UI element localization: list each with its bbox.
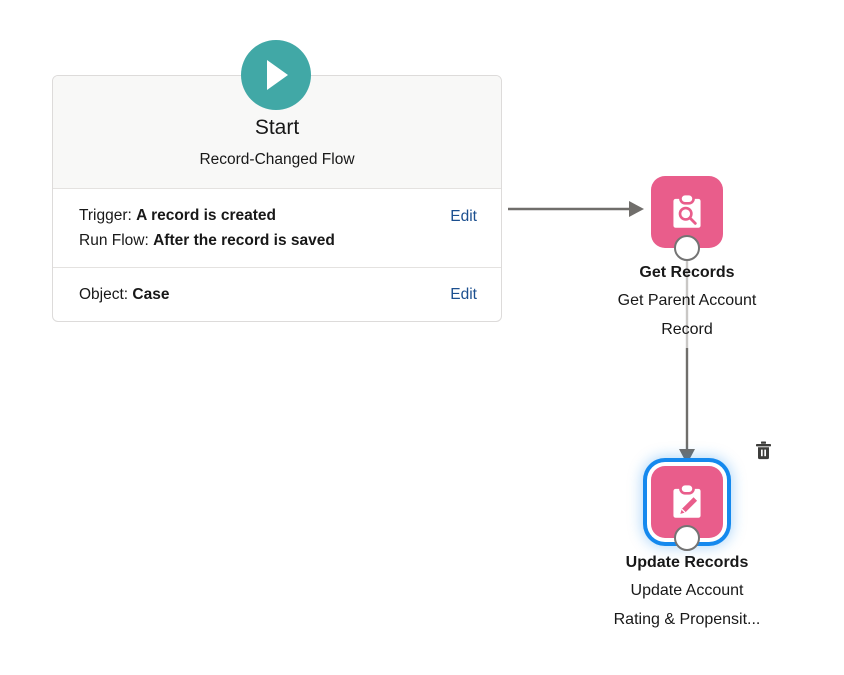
clipboard-search-icon xyxy=(666,191,708,233)
trigger-label: Trigger: xyxy=(79,207,137,224)
get-records-description-line1: Get Parent Account xyxy=(617,292,757,309)
get-records-connector-handle[interactable] xyxy=(674,235,700,261)
edit-trigger-link[interactable]: Edit xyxy=(450,208,477,225)
start-object-row: Object: Case Edit xyxy=(53,267,501,321)
update-records-connector-handle[interactable] xyxy=(674,525,700,551)
update-records-description: Update Account Rating & Propensit... xyxy=(592,576,782,634)
delete-update-records-button[interactable] xyxy=(752,438,774,462)
get-records-label: Get Records xyxy=(639,264,735,281)
run-flow-label: Run Flow: xyxy=(79,232,154,249)
run-flow-value: After the record is saved xyxy=(153,232,335,249)
get-records-icon-wrap[interactable] xyxy=(651,176,723,261)
get-records-description-line2: Record xyxy=(661,321,713,338)
start-element-card[interactable]: Start Record-Changed Flow Trigger: A rec… xyxy=(52,75,502,322)
object-label: Object: xyxy=(79,286,133,303)
object-line: Object: Case xyxy=(79,282,475,307)
start-title: Start xyxy=(254,116,300,139)
get-records-description: Get Parent Account Record xyxy=(592,286,782,344)
flow-node-update-records[interactable]: Update Records Update Account Rating & P… xyxy=(592,441,782,634)
update-records-description-line2: Rating & Propensit... xyxy=(613,611,761,628)
trigger-line: Trigger: A record is created xyxy=(79,203,475,228)
object-value: Case xyxy=(132,286,170,303)
clipboard-pencil-icon xyxy=(666,481,708,523)
update-records-description-line1: Update Account xyxy=(630,582,744,599)
flow-node-get-records[interactable]: Get Records Get Parent Account Record xyxy=(592,176,782,344)
start-play-badge[interactable] xyxy=(241,40,311,110)
start-subtitle: Record-Changed Flow xyxy=(199,151,355,168)
update-records-icon-wrap[interactable] xyxy=(651,466,723,551)
trash-icon xyxy=(755,441,772,460)
trigger-value: A record is created xyxy=(136,207,276,224)
connector-start-to-get-records xyxy=(508,198,648,220)
start-trigger-row: Trigger: A record is created Run Flow: A… xyxy=(53,189,501,267)
play-icon xyxy=(259,57,293,93)
run-flow-line: Run Flow: After the record is saved xyxy=(79,228,475,253)
update-records-label: Update Records xyxy=(625,554,749,571)
edit-object-link[interactable]: Edit xyxy=(450,286,477,303)
